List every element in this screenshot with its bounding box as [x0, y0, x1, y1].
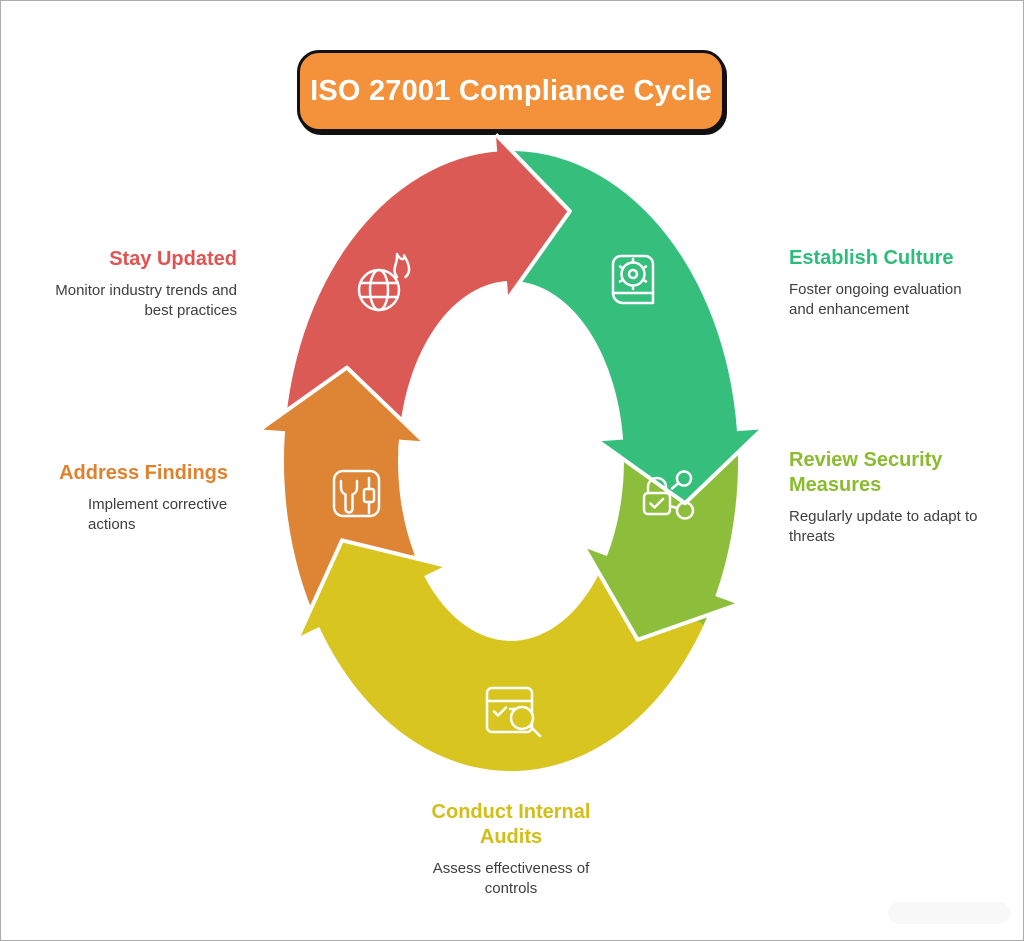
globe-flame-icon — [357, 252, 411, 312]
arrowhead-outline — [258, 365, 426, 443]
step-title: Address Findings — [59, 462, 228, 484]
label-block-establish-culture: Establish Culture Foster ongoing evaluat… — [789, 246, 989, 319]
arrowhead-address-findings — [258, 365, 426, 443]
audit-search-icon — [485, 686, 542, 738]
step-description: Monitor industry trends and best practic… — [55, 282, 237, 319]
tools-frame — [332, 469, 381, 518]
arrowhead-outline — [494, 133, 572, 300]
arrowhead-stay-updated — [494, 133, 572, 300]
lock-check — [649, 497, 665, 509]
wrench-shape — [339, 479, 359, 514]
window-frame — [485, 686, 534, 734]
globe-parallels — [359, 281, 399, 299]
segment-establish-culture-body — [513, 151, 738, 452]
arrowhead-review-security — [582, 546, 739, 642]
share-node-top — [675, 470, 693, 487]
title-badge: ISO 27001 Compliance Cycle — [297, 50, 725, 132]
segment-review-security-body — [606, 444, 739, 626]
globe-circle — [357, 268, 401, 312]
step-title: Conduct Internal Audits — [431, 801, 591, 848]
book-gear-icon — [611, 254, 655, 305]
watermark-pill — [888, 902, 1010, 924]
book-spine — [611, 291, 655, 305]
arrowhead-conduct-audits — [296, 538, 446, 639]
arrowhead-outline — [296, 538, 446, 639]
gear-teeth — [618, 257, 648, 291]
label-block-address-findings: Address Findings Implement corrective ac… — [31, 461, 228, 534]
step-title: Review Security Measures — [789, 449, 943, 496]
globe-meridian — [368, 268, 390, 312]
gear-hub — [627, 268, 639, 280]
segment-conduct-audits-body — [316, 553, 704, 772]
share-node-bottom — [675, 501, 695, 520]
lock-shackle — [646, 476, 668, 495]
flame-shape — [393, 252, 411, 279]
arrowhead-outline — [582, 546, 739, 642]
magnifier-handle — [529, 725, 542, 738]
label-block-review-security-measures: Review Security Measures Regularly updat… — [789, 448, 994, 546]
share-link-bottom — [670, 505, 679, 510]
lock-share-icon — [642, 470, 695, 520]
window-check — [492, 706, 508, 717]
step-title: Stay Updated — [109, 248, 237, 270]
book-cover — [611, 254, 655, 295]
page-title: ISO 27001 Compliance Cycle — [310, 74, 712, 107]
step-description: Foster ongoing evaluation and enhancemen… — [789, 281, 962, 318]
step-title: Establish Culture — [789, 247, 954, 269]
step-description: Regularly update to adapt to threats — [789, 508, 978, 545]
label-block-conduct-internal-audits: Conduct Internal Audits Assess effective… — [409, 800, 613, 898]
share-link-top — [670, 482, 680, 490]
magnifier-lens — [509, 705, 535, 731]
lock-body — [642, 491, 672, 516]
label-block-stay-updated: Stay Updated Monitor industry trends and… — [31, 247, 237, 320]
step-description: Implement corrective actions — [88, 496, 228, 533]
step-description: Assess effectiveness of controls — [432, 860, 590, 897]
tools-icon — [332, 469, 381, 518]
